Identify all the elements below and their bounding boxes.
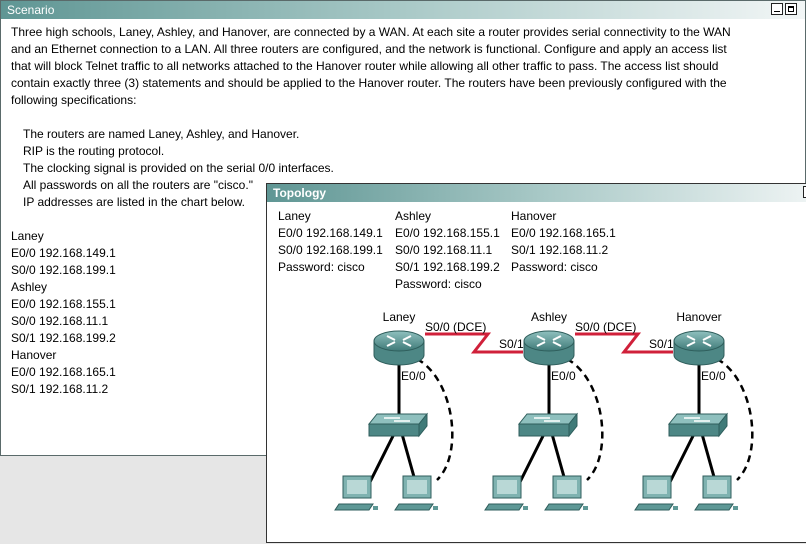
address-item: Laney: [11, 229, 44, 243]
topology-window: Topology Laney E0/0 192.168.149.1 S0/0 1…: [266, 183, 806, 543]
console-cable: [716, 357, 754, 481]
address-item: E0/0 192.168.165.1: [11, 365, 116, 379]
router-icon[interactable]: [523, 330, 575, 366]
spec-item: IP addresses are listed in the chart bel…: [23, 195, 245, 209]
dce-label: S0/0 (DCE): [425, 320, 486, 334]
spec-item: All passwords on all the routers are "ci…: [23, 178, 253, 192]
address-item: S0/1 192.168.199.2: [11, 331, 116, 345]
hanover-info: S0/1 192.168.11.2: [511, 243, 609, 257]
topology-titlebar[interactable]: Topology: [267, 184, 806, 202]
ethernet-link: [367, 433, 396, 485]
address-item: Hanover: [11, 348, 57, 362]
laney-info: Laney: [278, 209, 311, 223]
minimize-button[interactable]: [803, 186, 806, 198]
scenario-line: contain exactly three (3) statements and…: [11, 76, 727, 90]
scenario-line: and an Ethernet connection to a LAN. All…: [11, 42, 727, 56]
pc-icon[interactable]: [394, 475, 439, 511]
router-label: Ashley: [531, 310, 567, 324]
e00-label: E0/0: [551, 369, 576, 383]
pc-icon[interactable]: [544, 475, 589, 511]
router-icon[interactable]: [373, 330, 425, 366]
scenario-line: that will block Telnet traffic to all ne…: [11, 59, 719, 73]
switch-icon[interactable]: [368, 413, 428, 437]
address-item: S0/0 192.168.199.1: [11, 263, 116, 277]
s01-label: S0/1: [499, 337, 524, 351]
ashley-info: Ashley: [395, 209, 432, 223]
topology-title: Topology: [273, 186, 327, 200]
ashley-info: E0/0 192.168.155.1: [395, 226, 500, 240]
minimize-button[interactable]: [771, 3, 783, 15]
address-item: E0/0 192.168.155.1: [11, 297, 116, 311]
ethernet-link: [517, 433, 546, 485]
ethernet-link: [667, 433, 696, 485]
router-label: Hanover: [676, 310, 721, 324]
address-item: E0/0 192.168.149.1: [11, 246, 116, 260]
router-label: Laney: [383, 310, 416, 324]
serial-links: [425, 332, 673, 354]
laney-info: E0/0 192.168.149.1: [278, 226, 383, 240]
dce-label: S0/0 (DCE): [575, 320, 636, 334]
s01-label: S0/1: [649, 337, 674, 351]
ashley-info: Password: cisco: [395, 277, 482, 291]
spec-item: The clocking signal is provided on the s…: [23, 161, 334, 175]
console-cable: [566, 357, 604, 481]
ashley-info: S0/0 192.168.11.1: [395, 243, 493, 257]
scenario-titlebar[interactable]: Scenario: [1, 1, 805, 19]
hanover-info: E0/0 192.168.165.1: [511, 226, 616, 240]
console-cable: [416, 357, 454, 481]
address-item: S0/1 192.168.11.2: [11, 382, 109, 396]
scenario-line: following specifications:: [11, 93, 137, 107]
serial-link-laney-ashley: [425, 332, 523, 354]
hanover-info: Hanover: [511, 209, 557, 223]
spec-item: The routers are named Laney, Ashley, and…: [23, 127, 300, 141]
spec-item: RIP is the routing protocol.: [23, 144, 165, 158]
router-icon[interactable]: [673, 330, 725, 366]
e00-label: E0/0: [401, 369, 426, 383]
scenario-line: Three high schools, Laney, Ashley, and H…: [11, 25, 731, 39]
serial-link-ashley-hanover: [575, 332, 673, 354]
address-item: Ashley: [11, 280, 48, 294]
address-item: S0/0 192.168.11.1: [11, 314, 109, 328]
switch-icon[interactable]: [518, 413, 578, 437]
e00-label: E0/0: [701, 369, 726, 383]
hanover-info: Password: cisco: [511, 260, 598, 274]
laney-info: S0/0 192.168.199.1: [278, 243, 383, 257]
ashley-info: S0/1 192.168.199.2: [395, 260, 500, 274]
pc-icon[interactable]: [694, 475, 739, 511]
scenario-title: Scenario: [7, 3, 55, 17]
maximize-button[interactable]: [785, 3, 797, 15]
switch-icon[interactable]: [668, 413, 728, 437]
laney-info: Password: cisco: [278, 260, 365, 274]
